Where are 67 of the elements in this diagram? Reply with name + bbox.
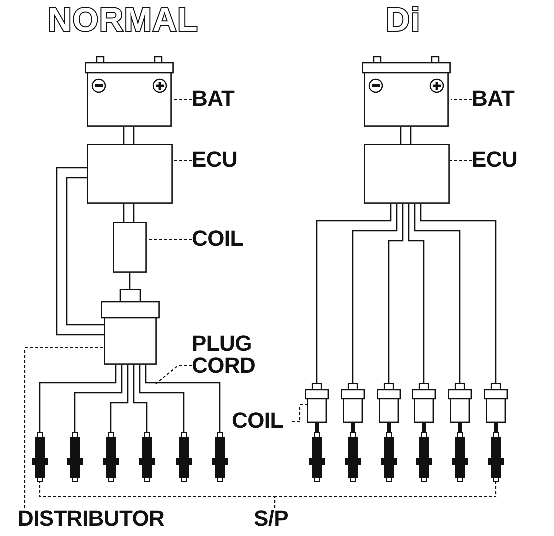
leader-line (173, 160, 192, 162)
wire (414, 204, 461, 383)
leader-line (450, 160, 472, 162)
spark-plug-icon (138, 432, 156, 482)
part-label: ECU (192, 149, 242, 171)
wire (74, 365, 123, 432)
leader-line (147, 239, 192, 241)
wire (123, 126, 135, 145)
wire (351, 423, 355, 432)
wire (422, 423, 426, 432)
section-heading: NORMAL (48, 2, 199, 38)
part-label: ECU (472, 149, 522, 171)
ignition-coil-drawing (484, 383, 508, 423)
part-label: COIL (232, 410, 292, 432)
wire (145, 365, 221, 432)
ecu-box (364, 144, 450, 204)
wire (387, 423, 391, 432)
spark-plug-icon (344, 432, 362, 482)
part-label: BAT (472, 88, 522, 110)
ignition-coil-drawing (305, 383, 329, 423)
spark-plug-icon (487, 432, 505, 482)
spark-plug-icon (451, 432, 469, 482)
wire (133, 365, 148, 432)
wire (129, 273, 131, 289)
spark-plug-icon (175, 432, 193, 482)
ignition-coil-drawing (448, 383, 472, 423)
distributor-drawing (101, 289, 160, 365)
section-heading: Di (386, 2, 421, 38)
wire (110, 365, 129, 432)
leader-line (292, 404, 307, 423)
part-label: S/P (254, 508, 299, 530)
wire (139, 365, 185, 432)
part-label: PLUG CORD (192, 333, 267, 377)
spark-plug-icon (415, 432, 433, 482)
ecu-box (87, 144, 173, 204)
leader-line (174, 99, 192, 101)
part-label: COIL (192, 228, 252, 250)
ignition-coil-drawing (341, 383, 365, 423)
wire (315, 423, 319, 432)
wire (420, 204, 497, 383)
leader-line (274, 482, 497, 508)
leader-line (24, 347, 104, 508)
spark-plug-icon (211, 432, 229, 482)
wire (408, 204, 425, 383)
ignition-coil-drawing (377, 383, 401, 423)
wire (352, 204, 398, 383)
battery-drawing (85, 56, 174, 127)
ignition-coil-drawing (412, 383, 436, 423)
leader-line (156, 365, 192, 384)
ignition-coil-box (113, 222, 147, 273)
part-label: BAT (192, 88, 242, 110)
battery-drawing (362, 56, 451, 127)
wire (400, 126, 412, 145)
wire (316, 204, 392, 383)
wire (56, 167, 105, 336)
wire (388, 204, 404, 383)
wire (458, 423, 462, 432)
spark-plug-icon (380, 432, 398, 482)
wire (39, 365, 117, 432)
spark-plug-icon (31, 432, 49, 482)
spark-plug-icon (102, 432, 120, 482)
spark-plug-icon (308, 432, 326, 482)
wire (123, 203, 135, 223)
leader-line (451, 99, 472, 101)
part-label: DISTRIBUTOR (18, 508, 198, 530)
wire (494, 423, 498, 432)
spark-plug-icon (66, 432, 84, 482)
